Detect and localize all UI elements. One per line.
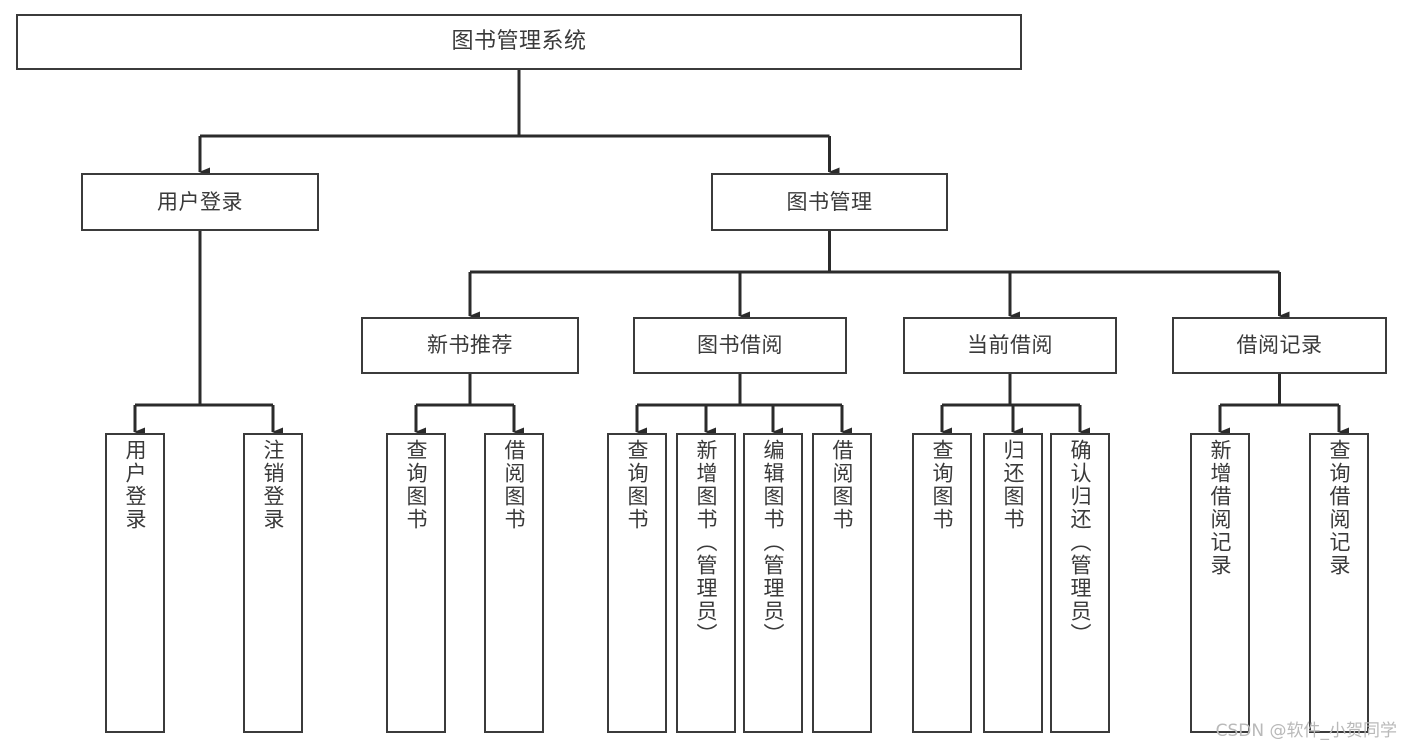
node-l3-new[interactable]: 新书推荐: [361, 317, 579, 374]
node-leaf-cu-return[interactable]: 归还图书: [983, 433, 1043, 733]
node-leaf-bo-borrow[interactable]: 借阅图书: [812, 433, 872, 733]
node-label: 查询借阅记录: [1327, 439, 1352, 577]
node-label: 借阅图书: [830, 439, 855, 531]
node-leaf-cu-query[interactable]: 查询图书: [912, 433, 972, 733]
node-label: 用户登录: [157, 189, 243, 214]
node-l2-book[interactable]: 图书管理: [711, 173, 948, 231]
node-label: 查询图书: [404, 439, 429, 531]
node-label: 用户登录: [123, 439, 148, 531]
node-l3-current[interactable]: 当前借阅: [903, 317, 1117, 374]
node-leaf-cu-confirm[interactable]: 确认归还（管理员）: [1050, 433, 1110, 733]
node-label: 归还图书: [1001, 439, 1026, 531]
node-leaf-bo-query[interactable]: 查询图书: [607, 433, 667, 733]
node-leaf-bo-edit[interactable]: 编辑图书（管理员）: [743, 433, 803, 733]
node-label: 新增借阅记录: [1208, 439, 1233, 577]
node-leaf-user-login[interactable]: 用户登录: [105, 433, 165, 733]
node-leaf-user-logout[interactable]: 注销登录: [243, 433, 303, 733]
node-label: 查询图书: [625, 439, 650, 531]
node-leaf-new-borrow[interactable]: 借阅图书: [484, 433, 544, 733]
node-label: 编辑图书（管理员）: [761, 439, 786, 646]
node-label: 借阅图书: [502, 439, 527, 531]
node-l2-user[interactable]: 用户登录: [81, 173, 319, 231]
node-l3-record[interactable]: 借阅记录: [1172, 317, 1387, 374]
node-leaf-bo-add[interactable]: 新增图书（管理员）: [676, 433, 736, 733]
csdn-watermark: CSDN @软件_小贺同学: [1215, 721, 1397, 741]
node-label: 查询图书: [930, 439, 955, 531]
node-leaf-new-query[interactable]: 查询图书: [386, 433, 446, 733]
node-label: 新增图书（管理员）: [694, 439, 719, 646]
node-leaf-rec-add[interactable]: 新增借阅记录: [1190, 433, 1250, 733]
node-l3-borrow[interactable]: 图书借阅: [633, 317, 847, 374]
node-leaf-rec-query[interactable]: 查询借阅记录: [1309, 433, 1369, 733]
node-label: 图书管理: [786, 189, 873, 214]
node-label: 借阅记录: [1236, 333, 1323, 358]
node-root[interactable]: 图书管理系统: [16, 14, 1022, 70]
node-label: 当前借阅: [967, 333, 1053, 358]
node-label: 注销登录: [261, 439, 286, 531]
node-label: 图书借阅: [697, 333, 783, 358]
node-label: 新书推荐: [427, 333, 513, 358]
node-label: 确认归还（管理员）: [1068, 439, 1093, 646]
node-label: 图书管理系统: [451, 29, 587, 55]
edge-paths: [133, 70, 1349, 437]
